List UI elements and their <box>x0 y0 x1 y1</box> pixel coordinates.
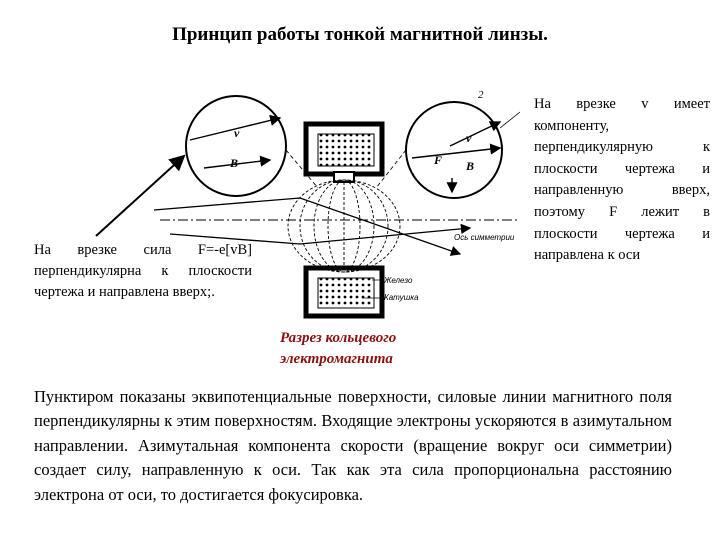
upper-electromagnet <box>303 121 385 183</box>
right-inset: F v B <box>405 101 503 199</box>
axis-label: Ось симметрии <box>454 233 515 242</box>
right-v-arrow <box>449 121 502 147</box>
left-pointer-arrow <box>95 154 186 237</box>
lower-electromagnet <box>303 265 385 319</box>
caption-line-2: электромагнита <box>280 351 393 367</box>
left-b-arrow <box>203 155 272 169</box>
right-note: На врезке v имеет компоненту, перпендику… <box>534 96 710 264</box>
caption-line-1: Разрез кольцевого <box>280 330 397 346</box>
number-leader <box>499 111 521 129</box>
left-note: На врезке сила F=-e[vB] перпендикулярна … <box>34 242 252 300</box>
upper-coil <box>317 133 375 167</box>
left-b-label: B <box>229 156 238 170</box>
right-b-arrow <box>411 143 502 159</box>
iron-label: Железо <box>383 276 413 285</box>
electron-trajectories <box>153 197 520 256</box>
coil-label: Катушка <box>384 293 419 302</box>
page-title: Принцип работы тонкой магнитной линзы. <box>172 24 548 45</box>
left-v-label: v <box>234 126 240 140</box>
explanation-text: Пунктиром показаны эквипотенциальные пов… <box>34 387 672 504</box>
section-caption: Разрез кольцевого электромагнита <box>280 328 450 370</box>
left-inset-circle <box>185 95 287 197</box>
lower-coil <box>317 277 375 309</box>
right-connector <box>375 149 407 189</box>
left-connector <box>285 149 319 189</box>
right-v-label: v <box>466 131 472 145</box>
left-inset: v B <box>185 95 287 197</box>
left-v-arrow <box>189 114 282 141</box>
right-b-label: B <box>465 159 474 173</box>
field-lines <box>287 179 401 273</box>
right-f-label: F <box>433 153 442 167</box>
figure-number-label: 2 <box>478 89 484 101</box>
